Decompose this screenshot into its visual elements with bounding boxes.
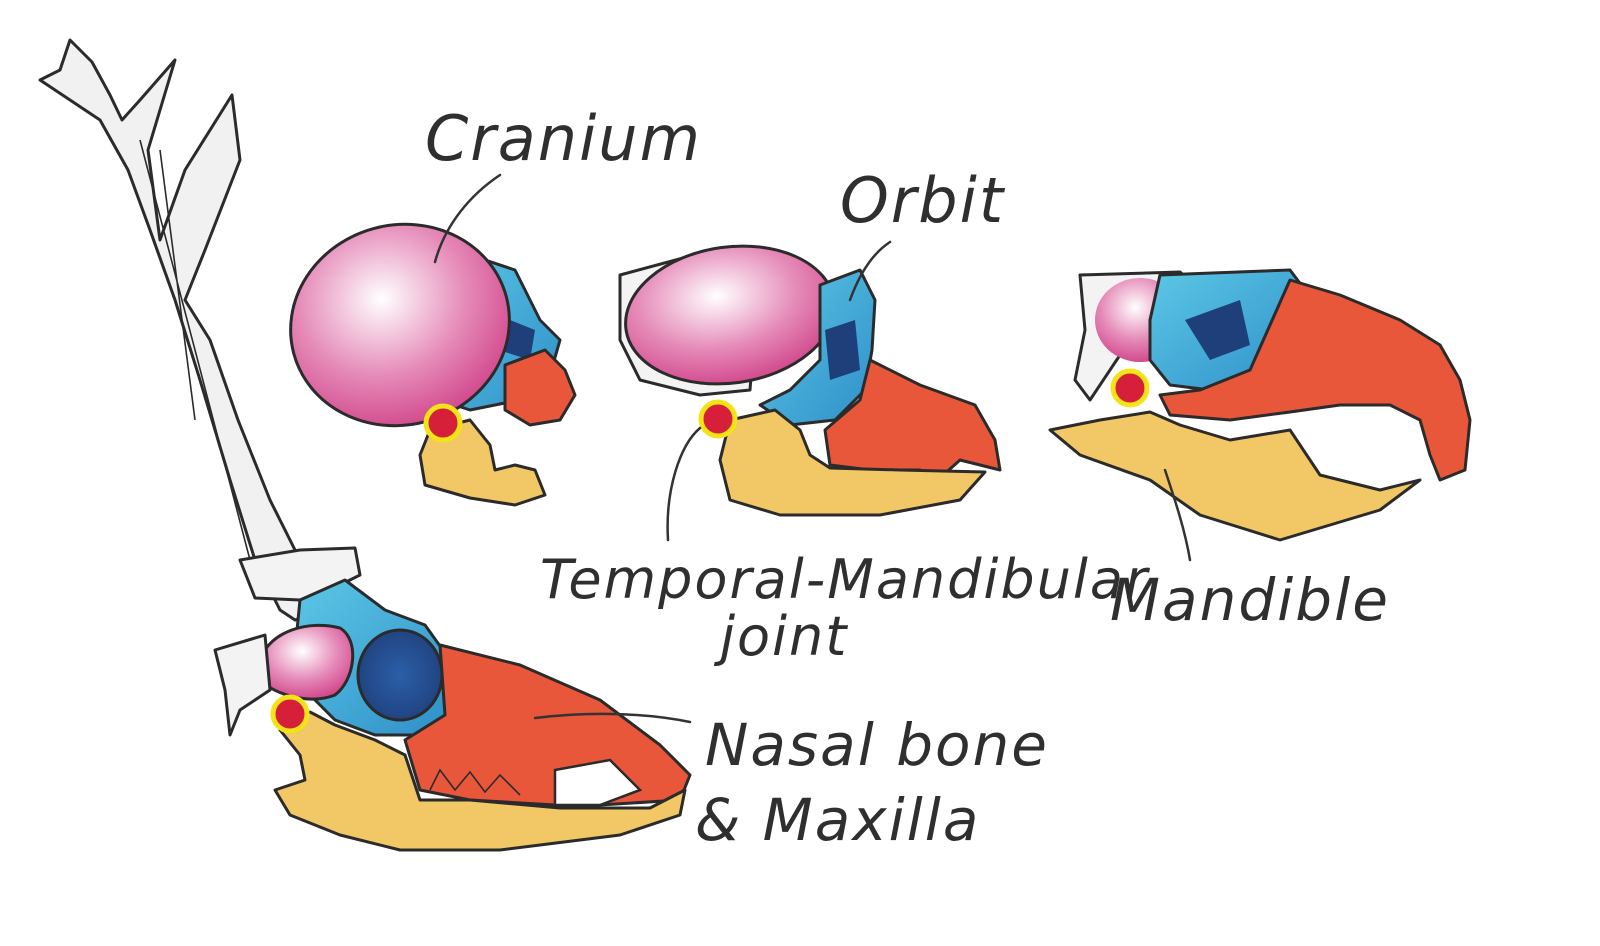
label-nasal-line2: & Maxilla <box>695 786 980 854</box>
human-cranium <box>289 222 511 428</box>
label-orbit: Orbit <box>840 164 1006 237</box>
mandible-leader <box>1163 468 1192 562</box>
label-tmj-line1: Temporal-Mandibular <box>540 548 1150 611</box>
rodent-skull <box>1048 268 1472 542</box>
label-cranium: Cranium <box>425 102 702 175</box>
primate-tmj-marker <box>698 399 738 439</box>
cranium-leader <box>433 173 502 264</box>
deer-orbit-socket <box>356 628 444 722</box>
label-nasal-line1: Nasal bone <box>705 711 1049 779</box>
deer-mandible <box>273 710 687 852</box>
rodent-maxilla <box>1158 278 1472 482</box>
antler <box>38 38 337 622</box>
primate-mandible <box>718 408 987 517</box>
label-tmj-line2: joint <box>713 605 848 668</box>
deer-tmj-marker <box>270 694 310 734</box>
tmj-leader <box>666 426 702 542</box>
rodent-mandible <box>1048 410 1422 542</box>
rodent-tmj-marker <box>1110 368 1150 408</box>
nasal-leader <box>533 712 692 724</box>
deer-cranium <box>258 623 355 701</box>
human-skull <box>289 222 577 507</box>
human-tmj-marker <box>423 403 463 443</box>
human-mandible <box>418 418 547 507</box>
deer-skull <box>38 38 692 852</box>
human-maxilla <box>503 348 577 427</box>
primate-skull <box>618 244 1002 517</box>
orbit-leader <box>848 240 892 302</box>
label-mandible: Mandible <box>1110 566 1390 634</box>
